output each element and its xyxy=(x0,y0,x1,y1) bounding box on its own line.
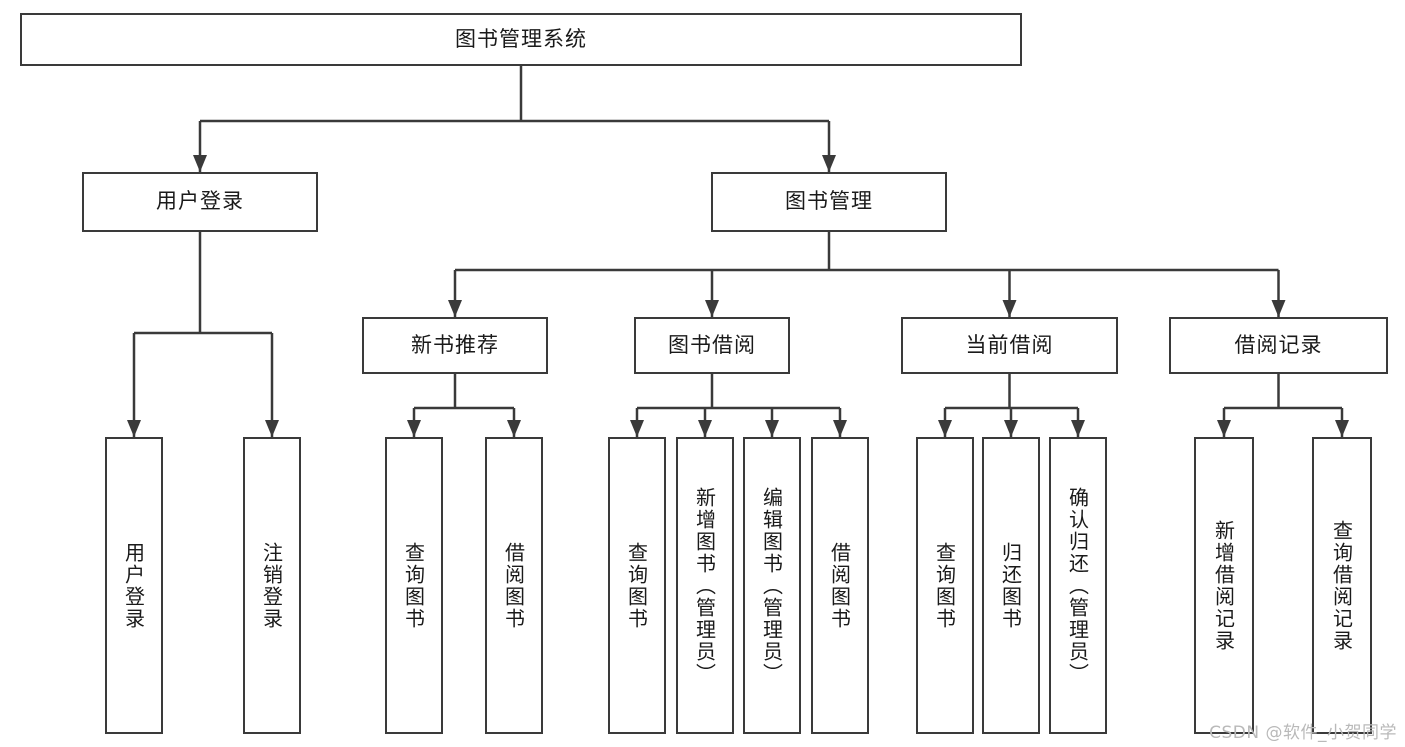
node-l1-user-login[interactable]: 用户登录 xyxy=(82,172,318,232)
book-manage-trunk-arrowhead-1 xyxy=(705,300,719,317)
new-book-rec-trunk-arrowhead-0 xyxy=(407,420,421,437)
node-leaf-add-record[interactable]: 新增借阅记录 xyxy=(1194,437,1254,734)
node-label: 用户登录 xyxy=(121,541,146,630)
node-leaf-user-login[interactable]: 用户登录 xyxy=(105,437,163,734)
node-label: 归还图书 xyxy=(998,541,1023,630)
node-leaf-query-book-3[interactable]: 查询图书 xyxy=(916,437,974,734)
book-borrow-trunk-arrowhead-1 xyxy=(698,420,712,437)
node-l1-book-manage[interactable]: 图书管理 xyxy=(711,172,947,232)
node-label: 借阅图书 xyxy=(827,541,852,630)
book-manage-trunk-arrowhead-3 xyxy=(1271,300,1286,317)
node-leaf-query-book-2[interactable]: 查询图书 xyxy=(608,437,666,734)
node-leaf-borrow-book-2[interactable]: 借阅图书 xyxy=(811,437,869,734)
node-leaf-query-record[interactable]: 查询借阅记录 xyxy=(1312,437,1372,734)
node-label: 新书推荐 xyxy=(411,332,499,357)
node-label: 新增借阅记录 xyxy=(1211,519,1236,652)
user-login-trunk-arrowhead-1 xyxy=(265,420,279,437)
book-borrow-trunk-arrowhead-3 xyxy=(833,420,847,437)
root-trunk-arrowhead-0 xyxy=(193,155,207,172)
book-borrow-trunk-arrowhead-2 xyxy=(765,420,779,437)
node-leaf-logout[interactable]: 注销登录 xyxy=(243,437,301,734)
node-label: 注销登录 xyxy=(259,541,284,630)
node-leaf-confirm-return[interactable]: 确认归还（管理员） xyxy=(1049,437,1107,734)
node-label: 图书借阅 xyxy=(668,332,756,357)
node-leaf-return-book[interactable]: 归还图书 xyxy=(982,437,1040,734)
node-l2-book-borrow[interactable]: 图书借阅 xyxy=(634,317,790,374)
node-leaf-add-book[interactable]: 新增图书（管理员） xyxy=(676,437,734,734)
node-label: 查询图书 xyxy=(401,541,426,630)
node-l2-new-book-rec[interactable]: 新书推荐 xyxy=(362,317,548,374)
node-label: 查询借阅记录 xyxy=(1329,519,1354,652)
current-borrow-trunk-arrowhead-1 xyxy=(1004,420,1018,437)
book-manage-trunk-arrowhead-0 xyxy=(448,300,462,317)
borrow-record-trunk-arrowhead-1 xyxy=(1335,420,1349,437)
node-l2-borrow-record[interactable]: 借阅记录 xyxy=(1169,317,1388,374)
borrow-record-trunk-arrowhead-0 xyxy=(1217,420,1231,437)
node-l2-current-borrow[interactable]: 当前借阅 xyxy=(901,317,1118,374)
book-manage-trunk-arrowhead-2 xyxy=(1002,300,1017,317)
node-label: 图书管理系统 xyxy=(455,26,587,51)
new-book-rec-trunk-arrowhead-1 xyxy=(507,420,521,437)
node-label: 确认归还（管理员） xyxy=(1065,486,1090,685)
node-label: 查询图书 xyxy=(932,541,957,630)
node-label: 借阅记录 xyxy=(1234,332,1323,357)
current-borrow-trunk-arrowhead-2 xyxy=(1071,420,1085,437)
node-label: 新增图书（管理员） xyxy=(692,486,717,685)
node-root[interactable]: 图书管理系统 xyxy=(20,13,1022,66)
current-borrow-trunk-arrowhead-0 xyxy=(938,420,952,437)
node-label: 图书管理 xyxy=(785,189,873,214)
root-trunk-arrowhead-1 xyxy=(822,155,836,172)
node-leaf-borrow-book-1[interactable]: 借阅图书 xyxy=(485,437,543,734)
user-login-trunk-arrowhead-0 xyxy=(127,420,141,437)
node-label: 查询图书 xyxy=(624,541,649,630)
book-borrow-trunk-arrowhead-0 xyxy=(630,420,644,437)
node-label: 用户登录 xyxy=(156,189,244,214)
node-leaf-query-book-1[interactable]: 查询图书 xyxy=(385,437,443,734)
node-leaf-edit-book[interactable]: 编辑图书（管理员） xyxy=(743,437,801,734)
node-label: 借阅图书 xyxy=(501,541,526,630)
node-label: 当前借阅 xyxy=(965,332,1054,357)
node-label: 编辑图书（管理员） xyxy=(759,486,784,685)
